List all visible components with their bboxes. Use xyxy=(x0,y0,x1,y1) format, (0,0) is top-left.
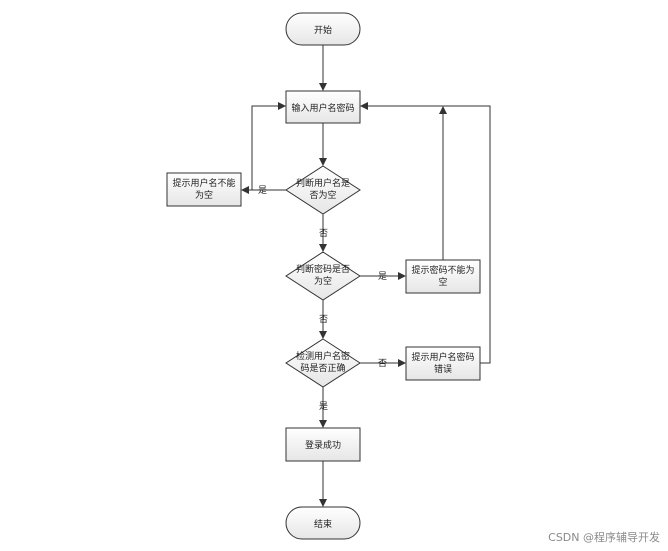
edge-label-yes-3: 是 xyxy=(319,401,328,412)
check-username-node: 判断用户名是 否为空 xyxy=(285,165,361,215)
tip-username-line2: 为空 xyxy=(195,189,213,201)
tip-error-line2: 错误 xyxy=(434,363,452,375)
success-label: 登录成功 xyxy=(305,439,341,451)
tip-password-node: 提示密码不能为 空 xyxy=(405,259,481,294)
edge-label-no-2: 否 xyxy=(319,314,328,325)
check-username-line1: 判断用户名是 xyxy=(296,177,350,189)
verify-line2: 码是否正确 xyxy=(300,362,345,374)
input-label: 输入用户名密码 xyxy=(291,102,354,114)
verify-node: 检测用户名密 码是否正确 xyxy=(285,338,361,388)
tip-username-node: 提示用户名不能 为空 xyxy=(166,172,242,207)
verify-line1: 检测用户名密 xyxy=(296,350,350,362)
success-node: 登录成功 xyxy=(285,427,361,462)
watermark: CSDN @程序辅导开发 xyxy=(548,531,660,544)
start-node: 开始 xyxy=(285,12,361,46)
tip-error-node: 提示用户名密码 错误 xyxy=(405,346,481,381)
end-label: 结束 xyxy=(314,518,332,530)
input-node: 输入用户名密码 xyxy=(285,90,361,124)
edge-tipuser-input xyxy=(251,102,286,190)
tip-password-line1: 提示密码不能为 xyxy=(411,264,474,276)
edge-label-no-1: 否 xyxy=(319,228,328,239)
edge-tiperr-input xyxy=(360,102,491,364)
tip-password-line2: 空 xyxy=(438,276,447,288)
edge-label-yes-2: 是 xyxy=(378,271,387,282)
check-username-line2: 否为空 xyxy=(309,189,336,201)
tip-username-line1: 提示用户名不能 xyxy=(172,177,235,189)
edge-label-no-3: 否 xyxy=(378,358,387,369)
start-label: 开始 xyxy=(314,24,332,36)
edge-label-yes-1: 是 xyxy=(258,185,267,196)
check-password-line1: 判断密码是否 xyxy=(296,263,350,275)
check-password-node: 判断密码是否 为空 xyxy=(285,251,361,301)
tip-error-line1: 提示用户名密码 xyxy=(411,351,474,363)
check-password-line2: 为空 xyxy=(314,275,332,287)
end-node: 结束 xyxy=(285,506,361,540)
